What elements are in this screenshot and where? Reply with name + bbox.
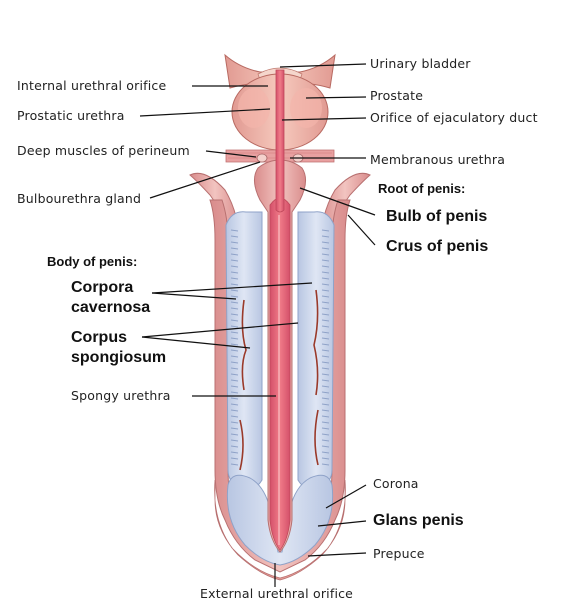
deep-arteries xyxy=(239,289,319,471)
label-membranous-urethra: Membranous urethra xyxy=(370,152,506,167)
label-bulb-of-penis: Bulb of penis xyxy=(386,208,488,225)
label-corpus-spongiosum-line1: Corpus xyxy=(71,329,127,346)
corpus-spongiosum-shape xyxy=(254,69,306,553)
leader-lines xyxy=(139,63,376,587)
label-orifice-ejaculatory-duct: Orifice of ejaculatory duct xyxy=(370,110,538,125)
label-deep-muscles-perineum: Deep muscles of perineum xyxy=(17,143,190,158)
glans-penis-shape xyxy=(226,474,334,566)
label-spongy-urethra: Spongy urethra xyxy=(71,388,171,403)
label-external-urethral-orifice: External urethral orifice xyxy=(200,586,354,601)
label-glans-penis: Glans penis xyxy=(373,512,464,529)
label-corona: Corona xyxy=(373,476,419,491)
label-internal-urethral-orifice: Internal urethral orifice xyxy=(17,78,167,93)
heading-root-of-penis: Root of penis: xyxy=(378,181,466,196)
label-crus-of-penis: Crus of penis xyxy=(386,238,489,255)
label-corpus-spongiosum-line2: spongiosum xyxy=(71,349,167,366)
label-bulbourethra-gland: Bulbourethra gland xyxy=(17,191,142,206)
label-corpora-cavernosa-line1: Corpora xyxy=(71,279,134,296)
cavernosa-texture xyxy=(230,229,330,466)
label-corpora-cavernosa-line2: cavernosa xyxy=(71,299,151,316)
label-prostate: Prostate xyxy=(370,88,424,103)
label-prepuce: Prepuce xyxy=(373,546,425,561)
label-prostatic-urethra: Prostatic urethra xyxy=(17,108,125,123)
label-urinary-bladder: Urinary bladder xyxy=(370,56,471,71)
heading-body-of-penis: Body of penis: xyxy=(47,254,138,269)
